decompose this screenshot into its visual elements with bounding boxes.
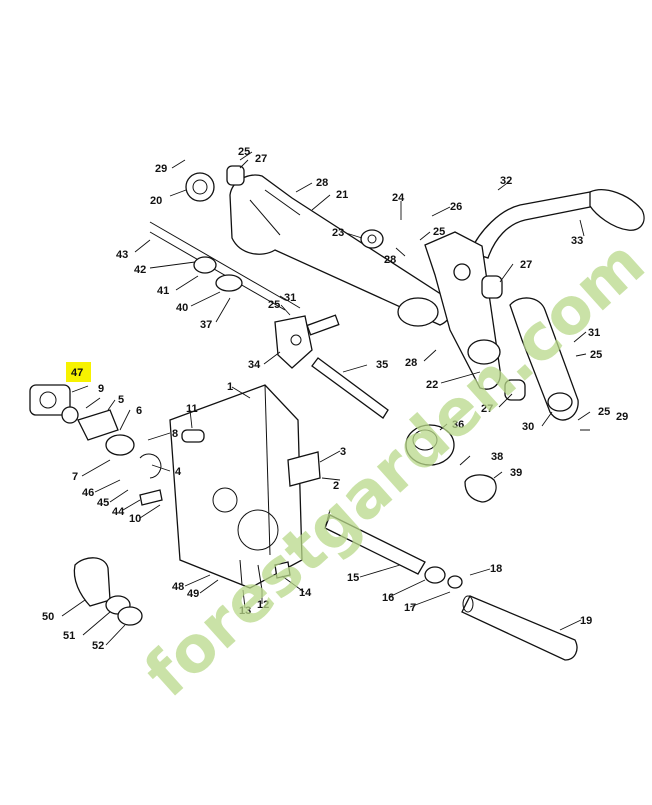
parts-5-9-seals	[61, 406, 135, 456]
callout-50[interactable]: 50	[42, 611, 54, 623]
part-4-snap-ring	[139, 453, 162, 479]
callout-19[interactable]: 19	[580, 615, 592, 627]
callout-29[interactable]: 29	[616, 411, 628, 423]
part-50-elbow	[73, 557, 111, 607]
callout-38[interactable]: 38	[491, 451, 503, 463]
part-13-12-bolts	[239, 559, 263, 591]
callout-25[interactable]: 25	[598, 406, 610, 418]
part-11-plug	[181, 429, 205, 443]
part-21-handle-housing	[229, 174, 453, 327]
part-33-grip	[589, 189, 645, 231]
callout-labels: 29 20 25 27 28 21 32 24 26 25 33 23 28 4…	[42, 146, 628, 652]
callout-49[interactable]: 49	[187, 588, 199, 600]
callout-23[interactable]: 23	[332, 227, 344, 239]
callout-16[interactable]: 16	[382, 592, 394, 604]
part-19-tube	[461, 595, 578, 661]
callout-25[interactable]: 25	[433, 226, 445, 238]
part-34-throttle-lever	[274, 315, 313, 369]
part-10-bracket-plate	[139, 489, 163, 506]
callout-7[interactable]: 7	[72, 471, 78, 483]
callout-28[interactable]: 28	[384, 254, 396, 266]
callout-27[interactable]: 27	[520, 259, 532, 271]
highlighted-callout-box	[66, 362, 91, 382]
callout-43[interactable]: 43	[116, 249, 128, 261]
callout-25[interactable]: 25	[590, 349, 602, 361]
callout-29[interactable]: 29	[155, 163, 167, 175]
callout-39[interactable]: 39	[510, 467, 522, 479]
callout-34[interactable]: 34	[248, 359, 261, 371]
callout-46[interactable]: 46	[82, 487, 94, 499]
part-16-17-18-coupling	[424, 566, 463, 589]
callout-18[interactable]: 18	[490, 563, 502, 575]
part-30-lever	[509, 297, 579, 421]
part-35-rod	[311, 357, 389, 419]
callout-40[interactable]: 40	[176, 302, 188, 314]
callout-25[interactable]: 25	[238, 146, 250, 158]
part-51-52-rings	[105, 595, 143, 626]
callout-45[interactable]: 45	[97, 497, 109, 509]
callout-5[interactable]: 5	[118, 394, 124, 406]
callout-1[interactable]: 1	[227, 381, 233, 393]
callout-22[interactable]: 22	[426, 379, 438, 391]
callout-28[interactable]: 28	[316, 177, 328, 189]
part-23-clamp	[360, 229, 384, 249]
part-39-cap	[464, 474, 497, 503]
part-14-clip	[274, 561, 291, 579]
part-27-roller-upper	[481, 275, 503, 299]
callout-47[interactable]: 47	[71, 367, 83, 379]
part-32-handlebar	[469, 191, 596, 259]
callout-21[interactable]: 21	[336, 189, 348, 201]
callout-15[interactable]: 15	[347, 572, 359, 584]
leader-lines	[61, 151, 591, 646]
part-47-pump-unit	[29, 384, 71, 416]
callout-25[interactable]: 25	[268, 299, 280, 311]
callout-31[interactable]: 31	[284, 292, 296, 304]
callout-31[interactable]: 31	[588, 327, 600, 339]
part-20-sprocket	[185, 172, 215, 202]
callout-27[interactable]: 27	[481, 403, 493, 415]
callout-30[interactable]: 30	[522, 421, 534, 433]
part-15-drive-shaft	[324, 509, 426, 575]
callout-35[interactable]: 35	[376, 359, 388, 371]
callout-9[interactable]: 9	[98, 383, 104, 395]
callout-24[interactable]: 24	[392, 192, 405, 204]
callout-27[interactable]: 27	[255, 153, 267, 165]
callout-20[interactable]: 20	[150, 195, 162, 207]
callout-33[interactable]: 33	[571, 235, 583, 247]
callout-42[interactable]: 42	[134, 264, 146, 276]
callout-48[interactable]: 48	[172, 581, 184, 593]
callout-4[interactable]: 4	[175, 466, 182, 478]
callout-11[interactable]: 11	[186, 403, 198, 415]
part-22-bracket	[424, 231, 501, 390]
callout-2[interactable]: 2	[333, 480, 339, 492]
parts-37-43-throttle-cable	[149, 221, 340, 336]
callout-36[interactable]: 36	[452, 419, 464, 431]
callout-8[interactable]: 8	[172, 428, 178, 440]
part-27-roller-lower	[504, 379, 526, 401]
part-3-label-plate	[287, 451, 321, 487]
callout-26[interactable]: 26	[450, 201, 462, 213]
callout-17[interactable]: 17	[404, 602, 416, 614]
callout-28[interactable]: 28	[405, 357, 417, 369]
part-36-sleeve	[405, 424, 455, 466]
callout-52[interactable]: 52	[92, 640, 104, 652]
callout-37[interactable]: 37	[200, 319, 212, 331]
callout-12[interactable]: 12	[257, 599, 269, 611]
callout-51[interactable]: 51	[63, 630, 75, 642]
callout-14[interactable]: 14	[299, 587, 312, 599]
callout-6[interactable]: 6	[136, 405, 142, 417]
callout-13[interactable]: 13	[239, 605, 251, 617]
callout-41[interactable]: 41	[157, 285, 169, 297]
callout-32[interactable]: 32	[500, 175, 512, 187]
callout-44[interactable]: 44	[112, 506, 125, 518]
callout-3[interactable]: 3	[340, 446, 346, 458]
callout-10[interactable]: 10	[129, 513, 141, 525]
part-27-bushing	[226, 165, 245, 186]
